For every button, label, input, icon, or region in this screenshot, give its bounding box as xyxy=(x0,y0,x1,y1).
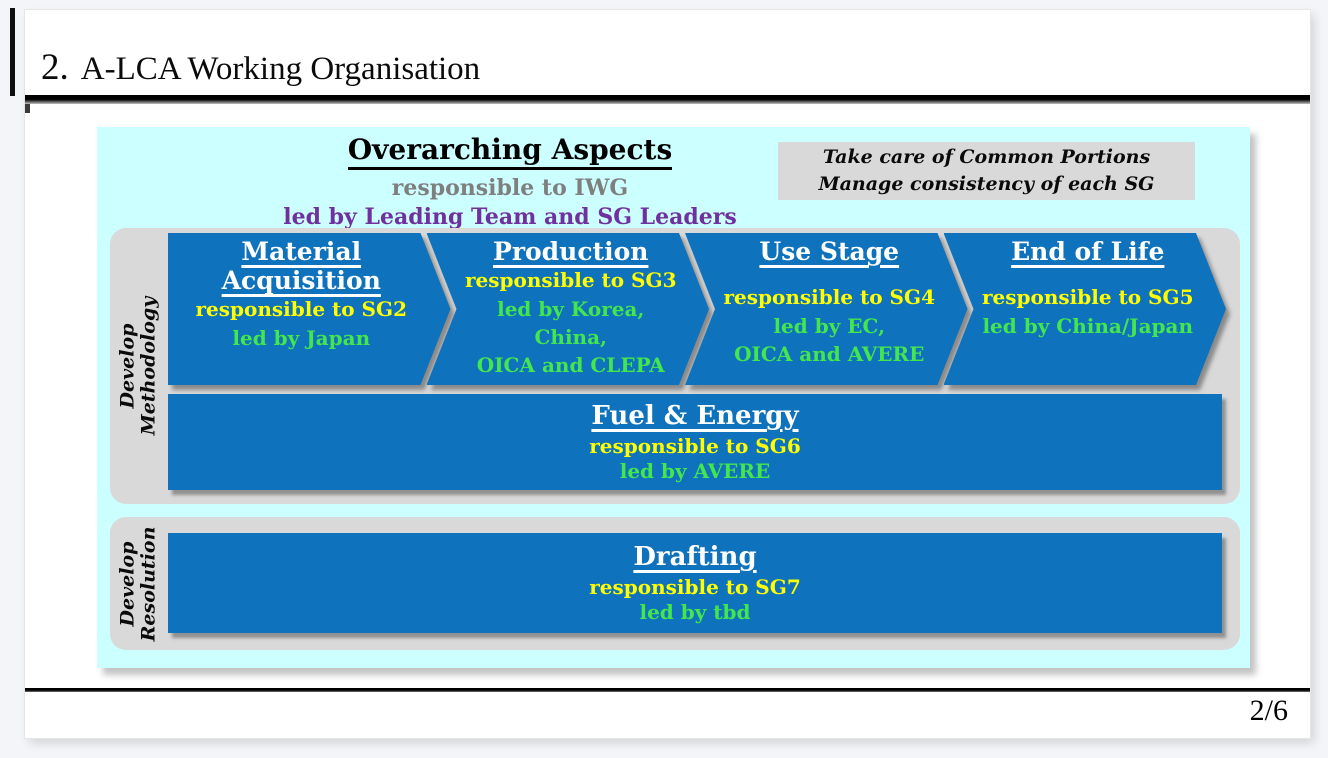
stage-led-by: OICA and CLEPA xyxy=(476,353,665,377)
stage-led-by: led by China/Japan xyxy=(982,314,1194,338)
stage-use-stage: Use Stage responsible to SG4 led by EC, … xyxy=(685,233,968,385)
note-line-2: Manage consistency of each SG xyxy=(818,173,1155,195)
stage-chevrons: Material Acquisition responsible to SG2 … xyxy=(168,233,1226,385)
stage-led-by: led by Japan xyxy=(232,326,371,350)
bar-fuel-energy: Fuel & Energy responsible to SG6 led by … xyxy=(168,394,1222,490)
group-label-text: Develop Resolution xyxy=(116,526,160,641)
title-accent-bar xyxy=(10,8,15,96)
stage-responsible: responsible to SG3 xyxy=(465,268,677,292)
stage-title: End of Life xyxy=(1011,237,1165,266)
group-label-text: Develop Methodology xyxy=(116,296,160,436)
stage-title: Use Stage xyxy=(759,237,900,266)
stage-details: responsible to SG5 led by China/Japan xyxy=(980,283,1197,375)
group-label-develop-methodology: Develop Methodology xyxy=(110,228,168,504)
overarching-responsible: responsible to IWG xyxy=(391,175,629,201)
bar-responsible: responsible to SG7 xyxy=(589,575,801,599)
overarching-led-by: led by Leading Team and SG Leaders xyxy=(283,204,737,230)
stage-chevron-shape: Production responsible to SG3 led by Kor… xyxy=(427,233,710,385)
diagram-panel: Overarching Aspects responsible to IWG l… xyxy=(97,127,1250,668)
stage-chevron-shape: Use Stage responsible to SG4 led by EC, … xyxy=(685,233,968,385)
stage-responsible: responsible to SG5 xyxy=(982,285,1194,309)
stage-details: responsible to SG2 led by Japan xyxy=(182,295,421,387)
stage-responsible: responsible to SG2 xyxy=(195,297,407,321)
slide-title-text: A-LCA Working Organisation xyxy=(80,51,481,87)
bar-led-by: led by tbd xyxy=(639,600,751,624)
stage-material-acquisition: Material Acquisition responsible to SG2 … xyxy=(168,233,451,385)
stage-chevron-shape: End of Life responsible to SG5 led by Ch… xyxy=(944,233,1227,385)
stage-led-by: led by Korea, China, xyxy=(497,297,645,349)
overarching-title: Overarching Aspects xyxy=(150,133,870,170)
stage-details: responsible to SG3 led by Korea, China, … xyxy=(463,266,680,375)
slide-title-number: 2. xyxy=(41,47,69,88)
stage-end-of-life: End of Life responsible to SG5 led by Ch… xyxy=(944,233,1227,385)
stage-led-by: led by EC, xyxy=(773,314,886,338)
stage-details: responsible to SG4 led by EC, OICA and A… xyxy=(721,283,938,375)
page-number: 2/6 xyxy=(1249,694,1288,727)
footer-divider xyxy=(25,688,1310,692)
bar-responsible: responsible to SG6 xyxy=(589,434,801,458)
stage-led-by: OICA and AVERE xyxy=(734,342,925,366)
bar-drafting: Drafting responsible to SG7 led by tbd xyxy=(168,533,1222,633)
group-label-develop-resolution: Develop Resolution xyxy=(110,517,168,650)
title-divider xyxy=(25,95,1310,113)
group-develop-resolution: Develop Resolution Drafting responsible … xyxy=(110,517,1240,650)
note-box: Take care of Common Portions Manage cons… xyxy=(778,142,1195,200)
stage-title: Material Acquisition xyxy=(221,237,381,295)
slide-title: 2. A-LCA Working Organisation xyxy=(41,46,480,89)
bar-led-by: led by AVERE xyxy=(619,459,771,483)
note-line-1: Take care of Common Portions xyxy=(822,146,1151,169)
stage-responsible: responsible to SG4 xyxy=(723,285,935,309)
stage-production: Production responsible to SG3 led by Kor… xyxy=(427,233,710,385)
stage-title: Production xyxy=(493,237,649,266)
group-develop-methodology: Develop Methodology Material Acquisition… xyxy=(110,228,1240,504)
overarching-header: Overarching Aspects responsible to IWG l… xyxy=(150,133,870,230)
stage-chevron-shape: Material Acquisition responsible to SG2 … xyxy=(168,233,451,385)
slide: 2. A-LCA Working Organisation Overarching… xyxy=(25,10,1310,738)
bar-title: Drafting xyxy=(633,542,757,572)
bar-title: Fuel & Energy xyxy=(591,401,799,431)
